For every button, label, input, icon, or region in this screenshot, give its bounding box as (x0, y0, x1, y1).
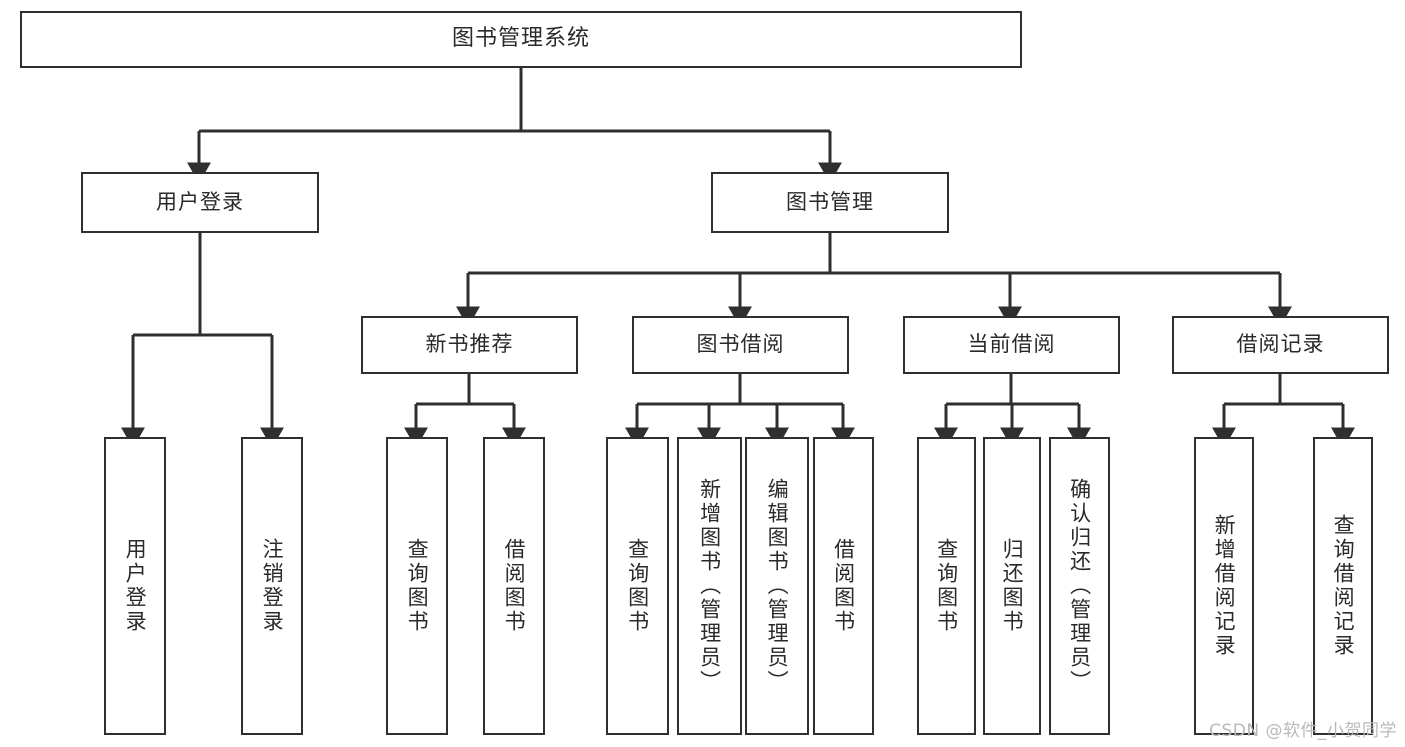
leaf-label-line: 归还图书 (1000, 538, 1025, 634)
node-leaf-borrow-book[interactable]: 借阅图书 (813, 437, 874, 735)
leaf-label-line: 查询借阅记录 (1331, 514, 1356, 658)
node-borrow-record[interactable]: 借阅记录 (1172, 316, 1389, 374)
node-leaf-add-record[interactable]: 新增借阅记录 (1194, 437, 1254, 735)
node-current-borrow[interactable]: 当前借阅 (903, 316, 1120, 374)
node-book-manage[interactable]: 图书管理 (711, 172, 949, 233)
node-leaf-borrow-book-rec[interactable]: 借阅图书 (483, 437, 545, 735)
node-leaf-add-book[interactable]: 新增图书（管理员） (677, 437, 742, 735)
node-root-title[interactable]: 图书管理系统 (20, 11, 1022, 68)
leaf-label-line: 查询图书 (625, 538, 650, 634)
node-leaf-query-record[interactable]: 查询借阅记录 (1313, 437, 1373, 735)
node-leaf-confirm-return[interactable]: 确认归还（管理员） (1049, 437, 1110, 735)
node-book-borrow[interactable]: 图书借阅 (632, 316, 849, 374)
leaf-label-line: 查询图书 (934, 538, 959, 634)
leaf-label-line: 确认归还（管理员） (1067, 478, 1092, 694)
node-leaf-query-book-borrow[interactable]: 查询图书 (606, 437, 669, 735)
leaf-label-line: 借阅图书 (831, 538, 856, 634)
leaf-label-line: 新增借阅记录 (1212, 514, 1237, 658)
node-leaf-edit-book[interactable]: 编辑图书（管理员） (745, 437, 809, 735)
leaf-label-line: 编辑图书（管理员） (765, 478, 790, 694)
leaf-label-line: 新增图书（管理员） (697, 478, 722, 694)
leaf-label-line: 用户登录 (123, 538, 148, 634)
leaf-label-line: 查询图书 (405, 538, 430, 634)
node-leaf-logout[interactable]: 注销登录 (241, 437, 303, 735)
node-new-book-recommend[interactable]: 新书推荐 (361, 316, 578, 374)
leaf-label-line: 借阅图书 (502, 538, 527, 634)
node-leaf-query-book-cur[interactable]: 查询图书 (917, 437, 976, 735)
leaf-label-line: 注销登录 (260, 538, 285, 634)
node-leaf-return-book[interactable]: 归还图书 (983, 437, 1041, 735)
node-leaf-query-book-rec[interactable]: 查询图书 (386, 437, 448, 735)
node-user-login[interactable]: 用户登录 (81, 172, 319, 233)
node-leaf-user-login[interactable]: 用户登录 (104, 437, 166, 735)
